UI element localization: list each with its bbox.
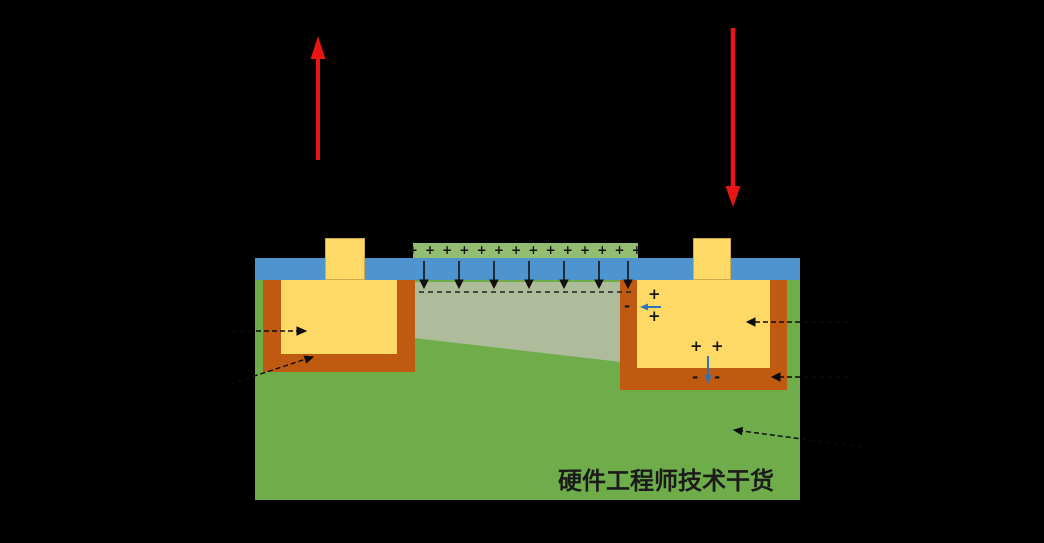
right-contact-plug	[693, 238, 731, 280]
transfer-minus-charge: -	[624, 297, 631, 315]
transfer-plus-charge-bottom: +	[648, 307, 661, 325]
gate-electrode: + + + + + + + + + + + + + +	[408, 243, 642, 258]
gate-charge-row: + + + + + + + + + + + + + +	[407, 243, 644, 257]
left-contact-plug	[325, 238, 365, 280]
pocket-plus-charge-right: +	[711, 337, 724, 355]
pocket-minus-charge-left: -	[692, 368, 699, 386]
pocket-minus-charge-right: -	[714, 368, 721, 386]
red-up-arrow	[310, 36, 326, 160]
pocket-plus-charge-left: +	[690, 337, 703, 355]
oxide-layer	[255, 258, 800, 280]
red-down-arrow	[725, 28, 741, 207]
watermark-text: 硬件工程师技术干货	[558, 467, 774, 495]
left-diffusion-region	[281, 280, 397, 354]
transfer-plus-charge-top: +	[648, 285, 661, 303]
